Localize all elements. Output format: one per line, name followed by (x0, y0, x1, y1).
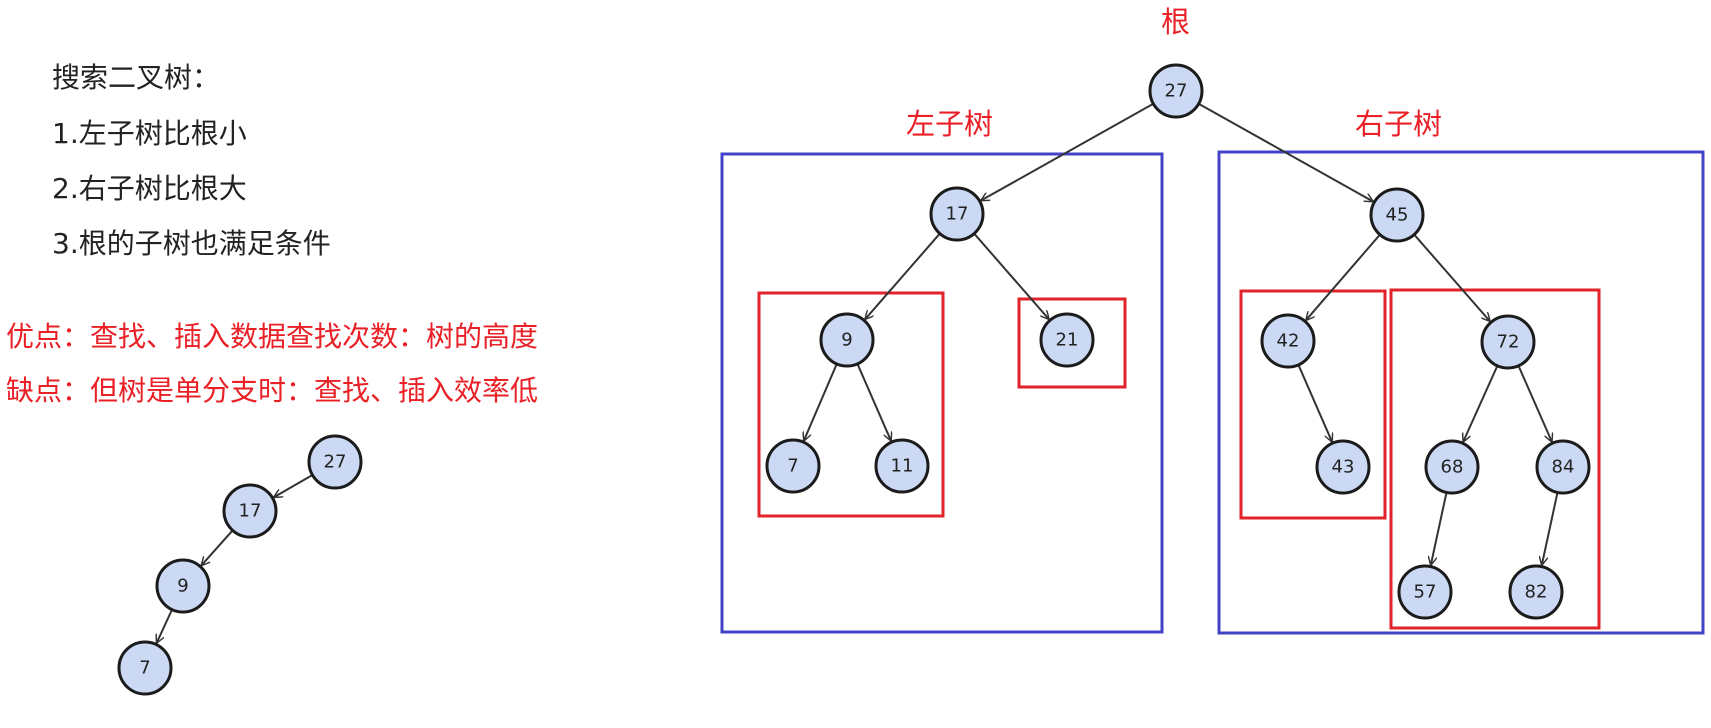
bst-node-45: 45 (1369, 187, 1425, 243)
bst-edge-42-43 (1297, 365, 1332, 442)
node-value: 72 (1497, 332, 1520, 353)
chain-node-9: 9 (155, 558, 211, 614)
bst-edge-17-21 (974, 233, 1049, 319)
node-value: 57 (1414, 582, 1437, 603)
subtree-72-frame (1389, 288, 1601, 630)
bst-edge-9-11 (856, 364, 891, 441)
bst-edge-9-7 (804, 364, 838, 441)
node-circle (874, 438, 930, 494)
node-circle (1535, 439, 1591, 495)
node-circle (1039, 312, 1095, 368)
bst-node-42: 42 (1260, 313, 1316, 369)
bst-edge-72-84 (1517, 366, 1552, 442)
node-value: 11 (891, 456, 914, 477)
node-circle (1315, 439, 1371, 495)
bst-node-82: 82 (1508, 564, 1564, 620)
left-subtree-frame (720, 152, 1164, 634)
node-circle (819, 312, 875, 368)
chain-edge-17-9 (202, 530, 233, 565)
node-value: 82 (1525, 582, 1548, 603)
node-value: 17 (946, 204, 969, 225)
right-subtree-label: 右子树 (1355, 107, 1443, 141)
bst-node-57: 57 (1397, 564, 1453, 620)
node-value: 43 (1332, 457, 1355, 478)
node-value: 21 (1056, 330, 1079, 351)
subtree-21-frame (1017, 297, 1127, 389)
bst-node-68: 68 (1424, 439, 1480, 495)
node-circle (1148, 63, 1204, 119)
chain-node-7: 7 (117, 640, 173, 696)
node-circle (1508, 564, 1564, 620)
bst-edge-27-45 (1199, 103, 1373, 201)
node-circle (117, 640, 173, 696)
node-value: 7 (787, 456, 798, 477)
bst-edge-45-72 (1414, 234, 1490, 321)
nodes-layer: 27 17 45 9 21 42 72 7 11 43 68 84 57 82 27 17 9 7 (117, 63, 1591, 696)
bst-node-7: 7 (765, 438, 821, 494)
pros-note: 优点：查找、插入数据查找次数：树的高度 (6, 320, 539, 353)
node-circle (307, 434, 363, 490)
right-subtree-frame (1217, 150, 1705, 635)
bst-node-21: 21 (1039, 312, 1095, 368)
node-value: 27 (1165, 81, 1188, 102)
bst-edge-72-68 (1463, 366, 1498, 442)
bst-edge-68-57 (1431, 493, 1448, 564)
node-value: 68 (1441, 457, 1464, 478)
node-value: 84 (1552, 457, 1575, 478)
chain-node-27: 27 (307, 434, 363, 490)
left-subtree-label: 左子树 (906, 107, 994, 141)
definition-title: 搜索二叉树： (52, 61, 221, 94)
node-circle (1424, 439, 1480, 495)
subtree-42-frame (1239, 289, 1387, 520)
node-value: 9 (177, 576, 188, 597)
bst-node-72: 72 (1480, 314, 1536, 370)
chain-node-17: 17 (222, 483, 278, 539)
bst-node-43: 43 (1315, 439, 1371, 495)
bst-node-17: 17 (929, 186, 985, 242)
bst-node-27: 27 (1148, 63, 1204, 119)
node-circle (155, 558, 211, 614)
node-circle (1397, 564, 1453, 620)
node-value: 9 (841, 330, 852, 351)
node-value: 27 (324, 452, 347, 473)
bst-node-9: 9 (819, 312, 875, 368)
edges-layer (157, 103, 1559, 643)
bst-node-11: 11 (874, 438, 930, 494)
node-circle (765, 438, 821, 494)
chain-edge-27-17 (274, 474, 313, 498)
bst-edge-84-82 (1542, 493, 1559, 564)
node-circle (222, 483, 278, 539)
bst-edge-27-17 (981, 103, 1153, 200)
node-value: 42 (1277, 331, 1300, 352)
bst-node-84: 84 (1535, 439, 1591, 495)
node-circle (1369, 187, 1425, 243)
rule-subtrees-recursive: 3.根的子树也满足条件 (52, 227, 331, 260)
rule-right-larger: 2.右子树比根大 (52, 172, 247, 205)
node-circle (1480, 314, 1536, 370)
bst-edge-17-9 (865, 233, 940, 319)
root-label: 根 (1161, 5, 1191, 39)
node-circle (1260, 313, 1316, 369)
chain-edge-9-7 (157, 610, 173, 643)
node-value: 17 (239, 501, 262, 522)
subtree-9-frame (757, 291, 945, 518)
cons-note: 缺点：但树是单分支时：查找、插入效率低 (6, 374, 539, 407)
rule-left-smaller: 1.左子树比根小 (52, 117, 247, 150)
node-value: 7 (139, 658, 150, 679)
node-value: 45 (1386, 205, 1409, 226)
bst-edge-45-42 (1306, 234, 1381, 319)
node-circle (929, 186, 985, 242)
